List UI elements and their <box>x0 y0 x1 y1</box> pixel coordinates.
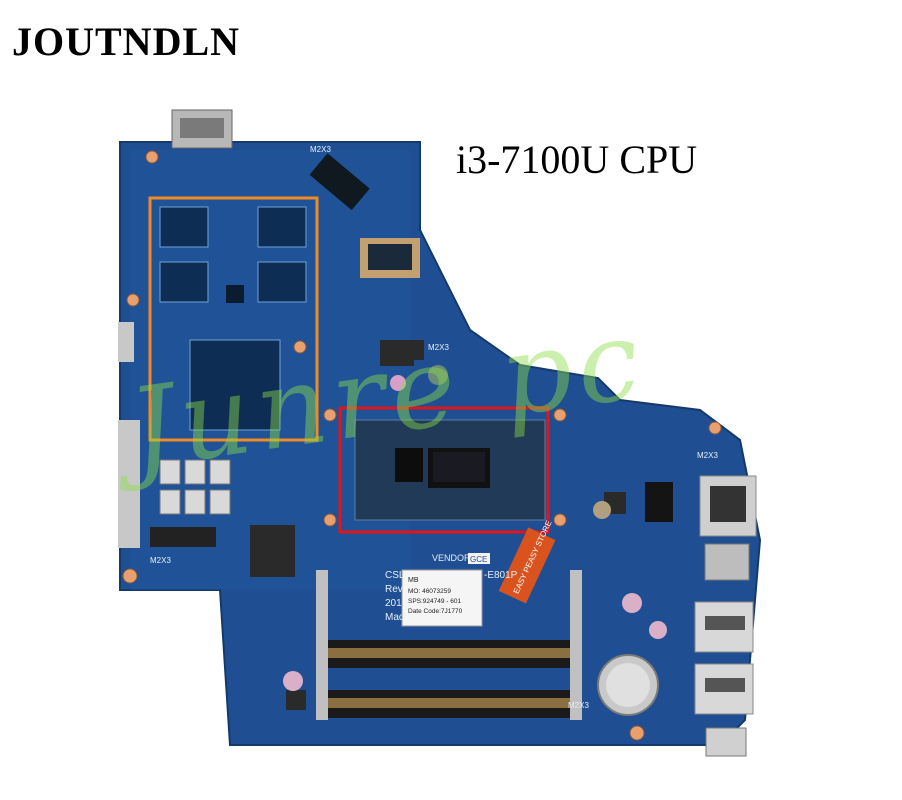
screw-label-5: M2X3 <box>568 701 589 710</box>
screw-label-1: M2X3 <box>310 145 331 154</box>
onboard-ram-chips <box>159 206 307 431</box>
model-suffix: -E801P <box>484 570 518 581</box>
sodimm-slot-1 <box>318 640 580 668</box>
vendor-label: VENDOR: <box>432 553 473 563</box>
usb-port-1 <box>694 601 754 653</box>
ethernet-port <box>699 475 757 537</box>
usb-port-2 <box>694 663 754 715</box>
vendor-code: GCE <box>470 555 487 564</box>
rev-label: Rev <box>385 584 403 595</box>
cpu-label: i3-7100U CPU <box>456 137 698 182</box>
model-part: CSL <box>385 570 405 581</box>
label-sticker <box>401 569 483 627</box>
made-label: Mad <box>385 612 404 623</box>
sticker-mo: MO: 46073259 <box>408 588 451 595</box>
sodimm-slot-2 <box>318 690 580 718</box>
audio-jack <box>705 727 747 757</box>
screw-holes <box>122 150 722 741</box>
sticker-date: Date Code:7J1770 <box>408 608 463 615</box>
hdmi-port <box>704 543 750 581</box>
m2-slot <box>309 153 370 211</box>
screw-label-2: M2X3 <box>428 343 449 352</box>
cpu-highlight-box <box>338 406 550 534</box>
screw-label-4: M2X3 <box>697 451 718 460</box>
sticker-sps: SPS:924749 - 601 <box>408 598 462 605</box>
year-label: 201 <box>385 598 402 609</box>
screw-label-3: M2X3 <box>150 556 171 565</box>
store-sticker <box>498 527 556 604</box>
ram-highlight-box <box>148 196 319 442</box>
brand-title: JOUTNDLN <box>12 19 241 64</box>
sticker-mb: MB <box>408 577 419 584</box>
